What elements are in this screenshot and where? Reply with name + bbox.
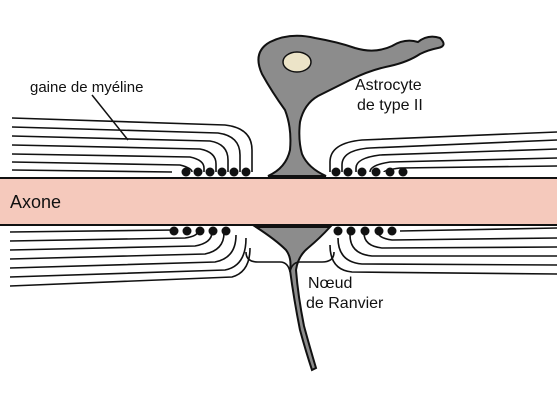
myelin-sheath-label: gaine de myéline	[30, 79, 143, 96]
myelin-sheath-lower-left	[9, 229, 251, 287]
axon-label: Axone	[10, 192, 61, 212]
node-label-line1: Nœud	[308, 275, 352, 292]
myelin-loops-upper-right	[331, 167, 408, 177]
glial-process-lower	[252, 226, 333, 372]
astrocyte-label-line1: Astrocyte	[355, 77, 422, 94]
myelin-loops-lower-right	[333, 226, 397, 236]
myelin-sheath-lower-right	[329, 227, 557, 275]
myelin-loops-lower-left	[169, 226, 231, 236]
node-label-line2: de Ranvier	[306, 295, 384, 312]
myelin-pointer-line	[91, 94, 129, 141]
myelin-sheath-upper-right	[329, 131, 557, 173]
axon-band	[0, 178, 557, 225]
astrocyte-label-line2: de type II	[357, 97, 423, 114]
myelin-sheath-upper-left	[11, 117, 253, 173]
ranvier-node-brace	[245, 251, 335, 273]
myelin-loops-upper-left	[181, 167, 251, 177]
astrocyte-nucleus	[282, 51, 312, 73]
